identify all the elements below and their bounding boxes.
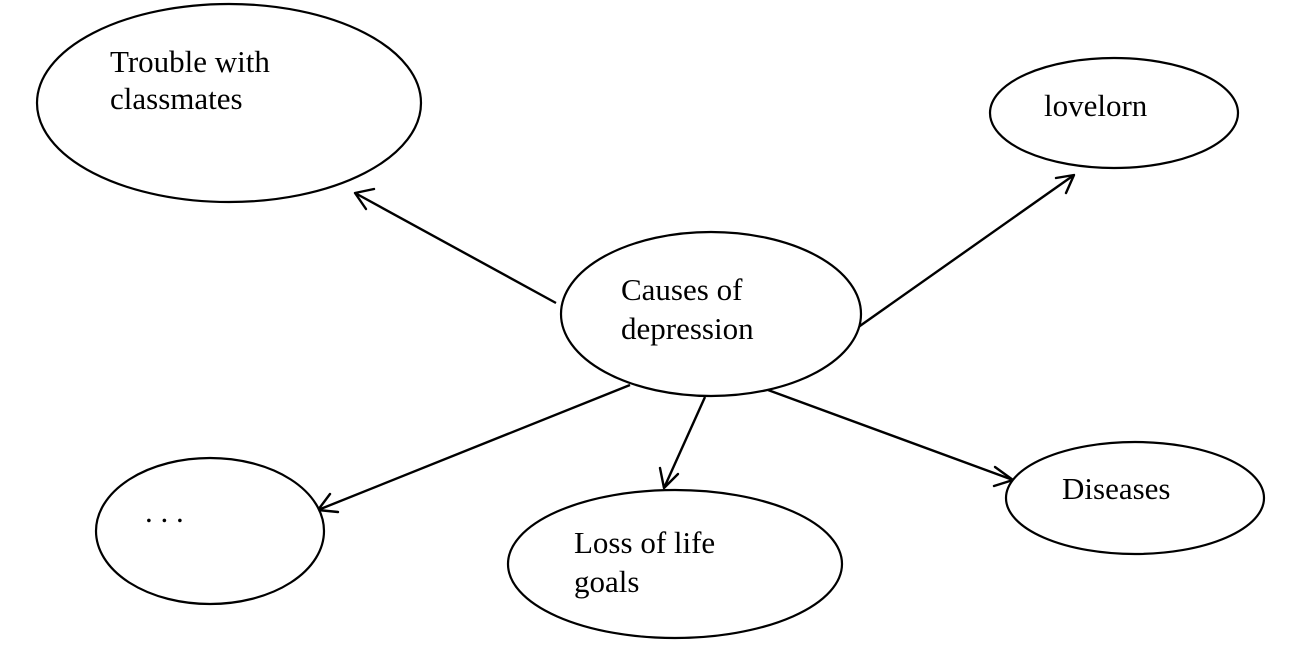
- node-trouble: Trouble with classmates: [35, 2, 423, 204]
- node-life-goals-shape: [506, 488, 844, 640]
- arrowhead-life-goals: [658, 466, 680, 490]
- arrow-heads: [316, 173, 1076, 514]
- node-trouble-line-2: classmates: [110, 81, 243, 116]
- edge-to-diseases: [767, 388, 1014, 482]
- edge-to-trouble: [354, 191, 557, 305]
- node-center-shape: [559, 230, 863, 398]
- node-center-line-2: depression: [621, 311, 754, 346]
- node-diseases-label: Diseases: [1062, 471, 1170, 506]
- node-diseases-shape: [1004, 440, 1266, 556]
- edges: [317, 174, 1075, 512]
- node-diseases-line-1: Diseases: [1062, 471, 1170, 506]
- node-lovelorn-line-1: lovelorn: [1044, 88, 1148, 123]
- node-center-line-1: Causes of: [621, 272, 743, 307]
- node-life-goals-line-1: Loss of life: [574, 525, 715, 560]
- node-ellipsis-line-1: . . .: [145, 494, 184, 529]
- node-ellipsis-shape: [94, 456, 326, 606]
- node-lovelorn-label: lovelorn: [1044, 88, 1148, 123]
- node-center: Causes of depression: [559, 230, 863, 398]
- edge-to-lovelorn: [856, 174, 1075, 329]
- node-center-label: Causes of depression: [621, 272, 754, 346]
- node-diseases: Diseases: [1004, 440, 1266, 556]
- arrowhead-trouble: [353, 187, 376, 211]
- node-trouble-line-1: Trouble with: [110, 44, 270, 79]
- edge-to-life-goals: [662, 396, 707, 489]
- node-life-goals-line-2: goals: [574, 564, 639, 599]
- node-lovelorn: lovelorn: [988, 56, 1240, 170]
- node-trouble-label: Trouble with classmates: [110, 44, 278, 116]
- node-trouble-shape: [35, 2, 423, 204]
- edge-to-ellipsis: [317, 383, 631, 512]
- node-life-goals: Loss of life goals: [506, 488, 844, 640]
- node-ellipsis: . . .: [94, 456, 326, 606]
- node-life-goals-label: Loss of life goals: [574, 525, 723, 599]
- node-lovelorn-shape: [988, 56, 1240, 170]
- node-ellipsis-label: . . .: [145, 494, 184, 529]
- arrowhead-lovelorn: [1054, 173, 1076, 195]
